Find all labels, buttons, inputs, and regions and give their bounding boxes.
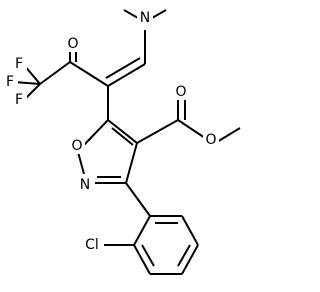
bond-ester-methyl (216, 127, 241, 143)
bond-vinyl-cc-double (105, 57, 141, 79)
atom-bg-n-dimethyl (137, 10, 153, 26)
atom-bg-f2 (2, 74, 18, 90)
bond-ring-c5-c4-double (111, 127, 134, 146)
bond-benzene-5 (133, 244, 151, 275)
bond-benzene-2 (181, 215, 199, 246)
bond-ring-o-c5 (83, 119, 109, 146)
atom-bg-o-ketone (65, 36, 81, 52)
atom-bg-o-ester-carbonyl (173, 84, 189, 100)
atom-bg-n-ring (77, 177, 93, 193)
bond-cf3-f2 (13, 81, 41, 85)
atom-f-1: F (15, 56, 23, 72)
bond-ring-n-o (77, 151, 85, 175)
chemical-structure: N O F F F O O O N Cl (2, 9, 241, 275)
bond-ring-aryl (125, 182, 151, 217)
bond-vinyl-cc (107, 63, 146, 87)
atom-o-ester-carbonyl: O (175, 84, 186, 100)
bond-ring-c5-c4 (107, 119, 138, 144)
atom-f-3: F (15, 92, 23, 108)
atom-bg-o-ester-single (203, 132, 219, 148)
bond-ketone-cf3 (39, 61, 71, 85)
bond-benzene-3 (181, 244, 199, 275)
bond-benzene-inner-3 (141, 244, 155, 267)
bond-n-methyl-right (151, 9, 167, 19)
atom-bg-cl (80, 236, 104, 254)
atom-bg-f3 (11, 92, 27, 108)
bond-ester-oc (177, 119, 206, 139)
atom-o-ring: O (71, 138, 82, 154)
molecule-canvas: N O F F F O O O N Cl (2, 9, 241, 275)
atom-n-dimethyl: N (140, 10, 150, 26)
atom-bg-f1 (11, 56, 27, 72)
bond-vinyl-ketone (69, 61, 109, 87)
atom-n-ring: N (80, 177, 90, 193)
bond-n-methyl-left (123, 9, 139, 19)
atom-o-ester-single: O (205, 132, 216, 148)
atom-o-ketone: O (67, 36, 78, 52)
atom-cl: Cl (85, 237, 99, 253)
bond-benzene-inner-2 (177, 244, 191, 267)
bond-ring-c4-c3 (125, 142, 138, 184)
bond-ring-ester (136, 119, 179, 144)
bond-benzene-6 (133, 215, 151, 246)
atom-f-2: F (6, 74, 14, 90)
atom-bg-o-ring (69, 138, 85, 154)
